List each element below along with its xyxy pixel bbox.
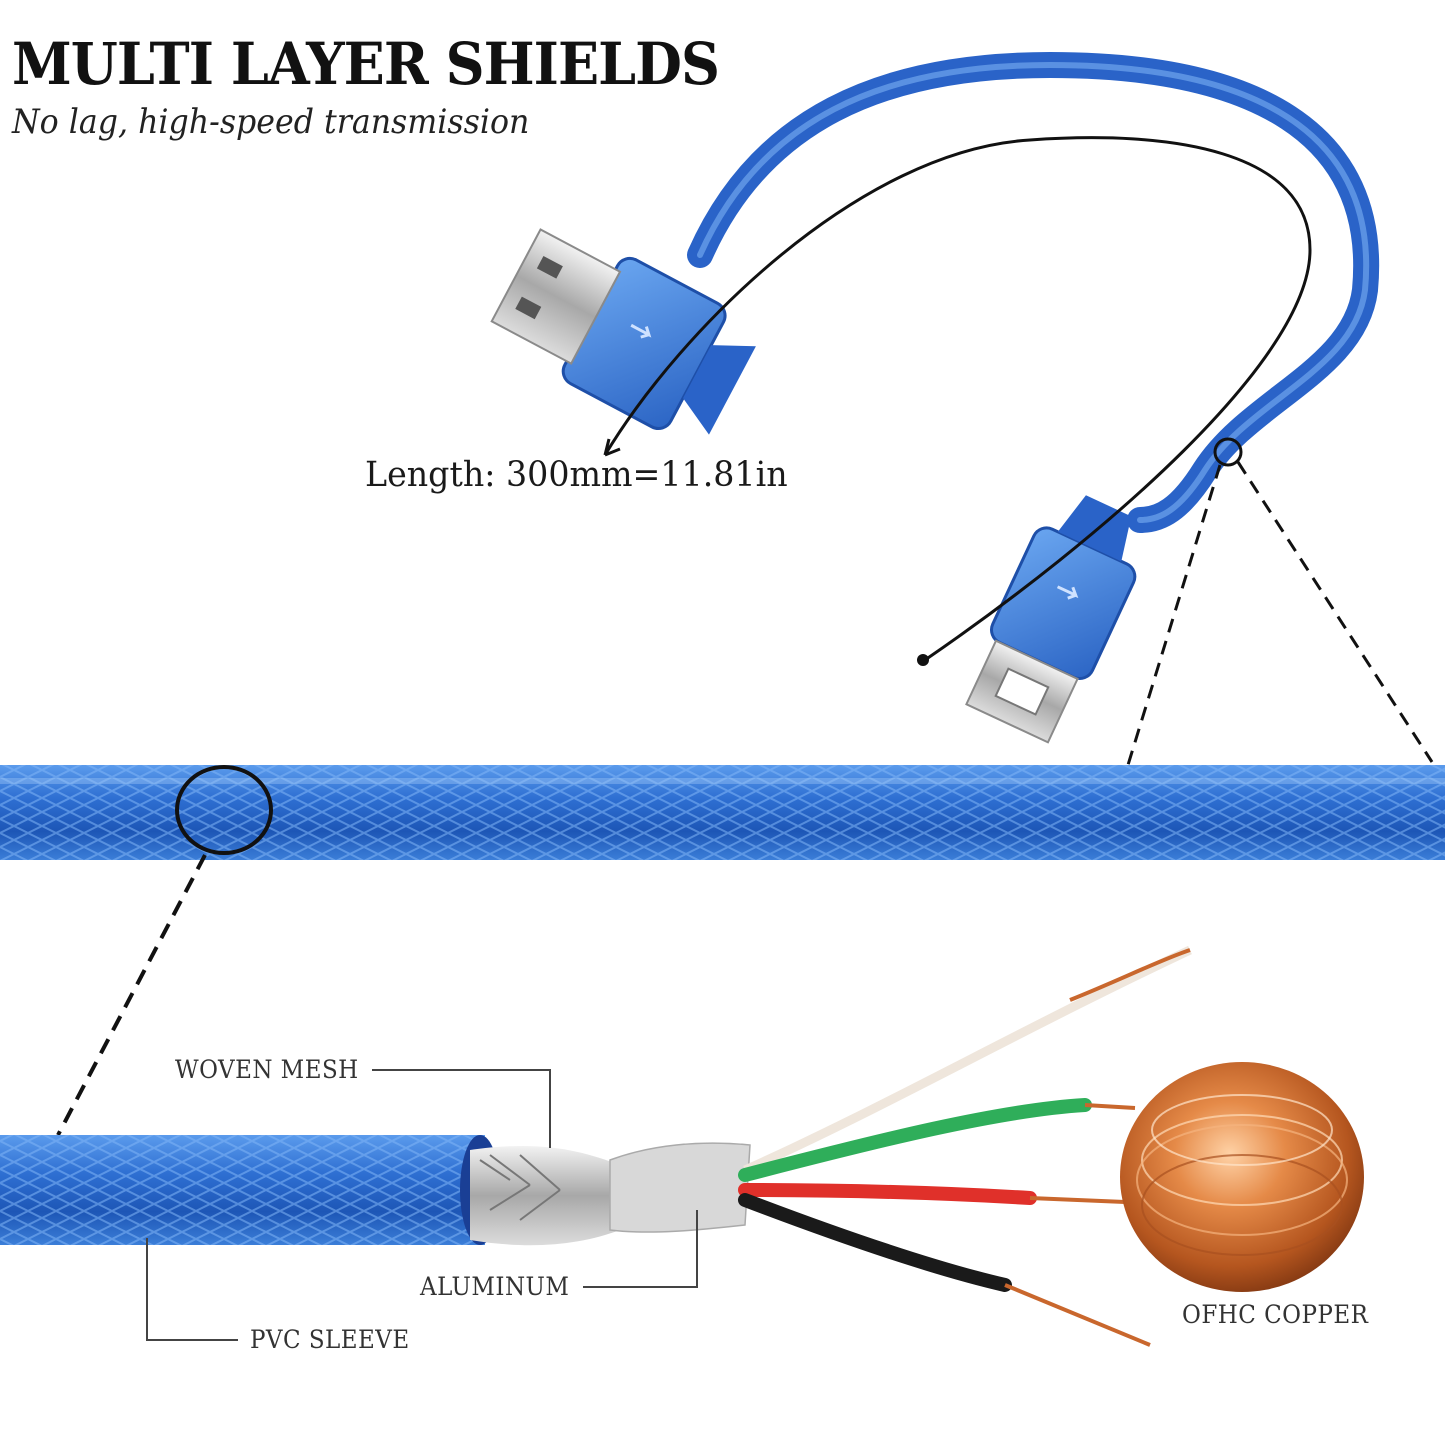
zoom-callout-middle — [56, 765, 273, 1136]
zoom-callout-top — [1126, 437, 1434, 766]
pvc-sleeve-label: PVC SLEEVE — [250, 1325, 410, 1354]
cable-closeup-middle — [0, 765, 1445, 860]
usb-a-plug — [490, 228, 756, 435]
length-label: Length: 300mm=11.81in — [365, 455, 788, 495]
label-leaders — [146, 1069, 698, 1341]
aluminum-label: ALUMINUM — [420, 1272, 570, 1301]
cable-cross-section — [0, 945, 1192, 1347]
woven-mesh-label: WOVEN MESH — [175, 1055, 359, 1084]
length-indicator — [603, 136, 1312, 666]
subheadline: No lag, high-speed transmission — [12, 102, 530, 142]
usb-cable-top — [687, 51, 1380, 533]
copper-label: OFHC COPPER — [1182, 1300, 1369, 1329]
usb-b-plug — [965, 495, 1137, 744]
headline: MULTI LAYER SHIELDS — [12, 30, 720, 98]
copper-coil — [1120, 1062, 1364, 1292]
